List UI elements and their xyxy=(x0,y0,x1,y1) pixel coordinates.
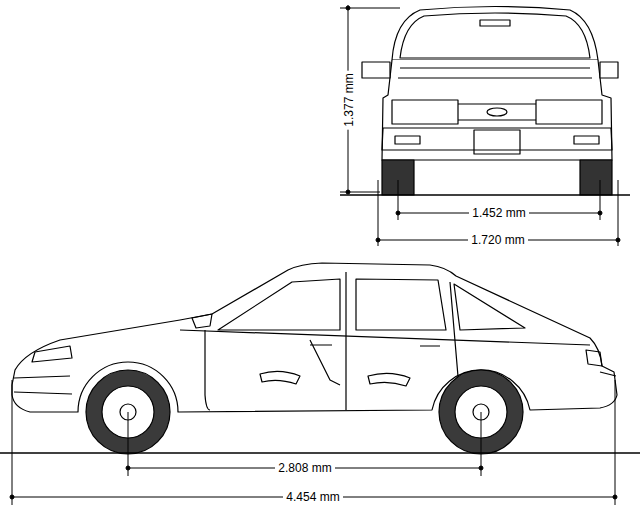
door-lines xyxy=(205,272,460,410)
hatch-lines xyxy=(398,68,592,78)
rear-panel xyxy=(458,104,536,120)
rear-window xyxy=(400,13,590,58)
side-mirror xyxy=(192,314,212,328)
quarter-window xyxy=(454,284,525,330)
track-line xyxy=(398,180,600,220)
ground-line xyxy=(0,452,640,454)
dimension-label: 4.454 mm xyxy=(283,490,342,504)
mirrors xyxy=(362,62,618,78)
bumper-lights xyxy=(395,136,599,144)
rear-door-window xyxy=(356,279,446,330)
armrests xyxy=(260,371,410,386)
door-handles xyxy=(310,340,440,385)
rear-bumper xyxy=(382,128,612,150)
dimension-label: 2.808 mm xyxy=(275,461,334,475)
length-line xyxy=(12,380,615,505)
rear-view xyxy=(340,7,630,196)
headlight xyxy=(32,346,72,362)
dimension-label: 1.377 mm xyxy=(342,70,356,129)
rear-dimensions xyxy=(340,5,620,246)
badge xyxy=(487,108,507,116)
rear-roof xyxy=(392,7,598,61)
rear-tires xyxy=(382,160,612,195)
dimension-label: 1.720 mm xyxy=(468,233,527,247)
ground-line xyxy=(340,194,630,196)
plate xyxy=(474,130,520,154)
height-line xyxy=(340,5,400,192)
width-line xyxy=(378,180,618,246)
side-view xyxy=(0,263,640,454)
tail-lights xyxy=(392,100,602,124)
rear-body xyxy=(382,60,612,160)
front-window xyxy=(218,279,340,330)
brake-light xyxy=(480,20,510,26)
side-dimensions xyxy=(10,380,617,505)
wheelbase-line xyxy=(128,412,481,476)
tail-light xyxy=(586,350,602,366)
dimension-label: 1.452 mm xyxy=(469,206,528,220)
